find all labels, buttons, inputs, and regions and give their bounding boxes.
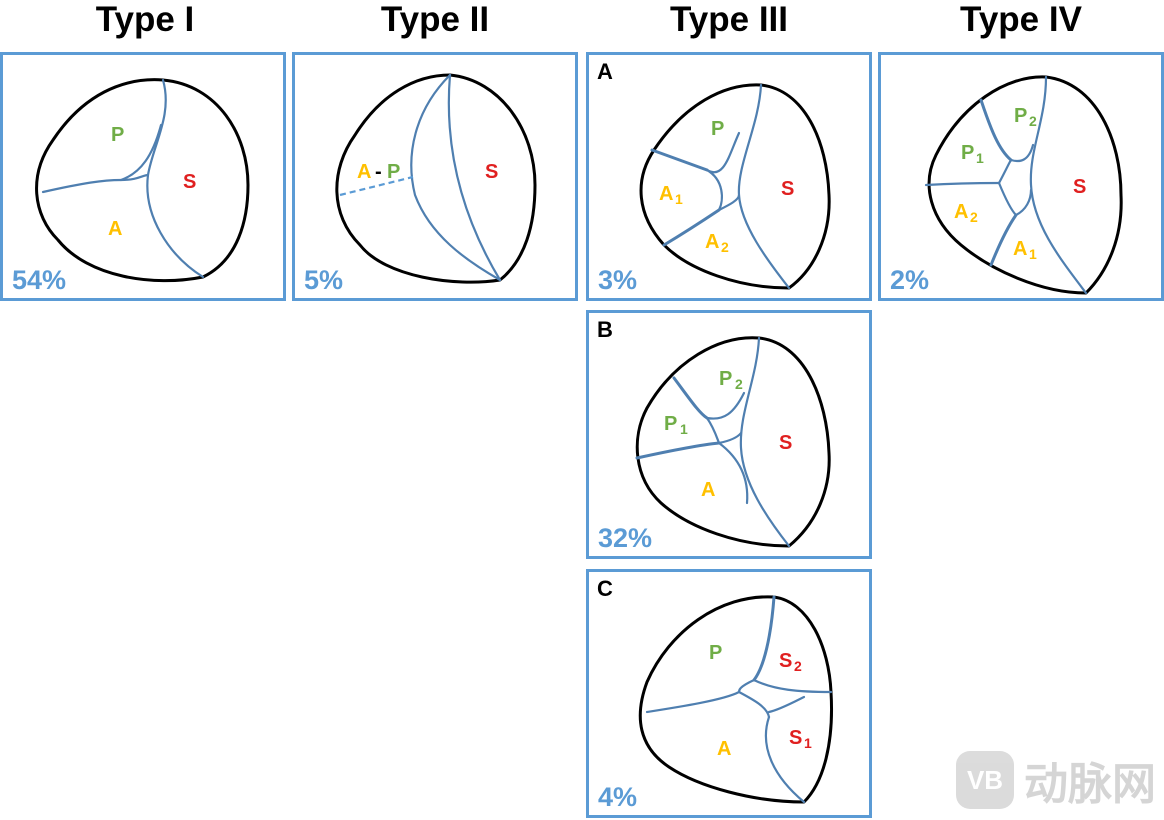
leaflet-label-dash: - xyxy=(375,161,382,183)
watermark-logo: VB xyxy=(956,751,1014,809)
leaflet-label-posterior: P xyxy=(387,161,400,183)
valve-outline xyxy=(35,78,250,283)
panel-type-2: A - P S 5% xyxy=(292,52,578,301)
commissure-line xyxy=(1009,143,1035,163)
valve-outline xyxy=(635,336,831,548)
leaflet-label-posterior-1: P xyxy=(961,142,974,164)
commissure-line xyxy=(717,441,749,505)
leaflet-label-posterior: P xyxy=(111,124,124,146)
commissure-line xyxy=(924,181,1001,187)
leaflet-label-posterior-2: P xyxy=(1014,105,1027,127)
commissure-line xyxy=(764,715,806,804)
panel-type-3a: P A 1 A 2 S A 3% xyxy=(586,52,872,301)
leaflet-label-septal-2-sub: 2 xyxy=(794,658,802,674)
dashed-boundary xyxy=(339,175,414,197)
panel-type-3b: P 2 P 1 A S B 32% xyxy=(586,310,872,559)
commissure-line xyxy=(717,193,741,212)
title-type-2: Type II xyxy=(380,0,490,39)
leaflet-label-posterior: P xyxy=(709,642,722,664)
leaflet-label-septal-1-sub: 1 xyxy=(804,735,812,751)
leaflet-label-posterior-2-sub: 2 xyxy=(1029,113,1037,129)
percentage-label: 5% xyxy=(304,265,344,295)
leaflet-label-anterior: A xyxy=(701,479,715,501)
panel-type-4: P 1 P 2 A 2 A 1 S 2% xyxy=(878,52,1164,301)
commissure-line xyxy=(1014,188,1033,217)
commissure-line xyxy=(705,168,723,212)
percentage-label: 3% xyxy=(598,265,638,295)
commissure-line xyxy=(997,181,1018,217)
valve-diagram-type-2: A - P S xyxy=(335,73,537,284)
leaflet-label-posterior-1-sub: 1 xyxy=(976,150,984,166)
leaflet-label-septal: S xyxy=(779,432,792,454)
valve-outline xyxy=(927,75,1123,295)
leaflet-label-anterior-2-sub: 2 xyxy=(970,209,978,225)
commissure-line xyxy=(705,391,746,420)
leaflet-label-anterior: A xyxy=(357,161,371,183)
commissure-line xyxy=(650,148,709,172)
leaflet-label-anterior: A xyxy=(108,218,122,240)
commissure-line xyxy=(672,376,709,420)
commissure-line xyxy=(119,123,163,182)
subtype-label: B xyxy=(597,317,613,342)
panel-type-3c: P A S 2 S 1 C 4% xyxy=(586,569,872,818)
leaflet-label-posterior-1: P xyxy=(664,413,677,435)
subtype-label: C xyxy=(597,576,613,601)
percentage-label: 2% xyxy=(890,265,930,295)
leaflet-label-posterior-1-sub: 1 xyxy=(680,421,688,437)
valve-diagram-type-3b: P 2 P 1 A S xyxy=(635,336,831,548)
leaflet-label-posterior-2-sub: 2 xyxy=(735,376,743,392)
commissure-line xyxy=(752,678,833,694)
commissure-line xyxy=(767,695,806,714)
leaflet-label-anterior-2: A xyxy=(954,201,968,223)
leaflet-label-septal: S xyxy=(1073,176,1086,198)
leaflet-label-anterior-1-sub: 1 xyxy=(675,191,683,207)
valve-diagram-type-4: P 1 P 2 A 2 A 1 S xyxy=(924,75,1123,295)
leaflet-label-posterior-2: P xyxy=(719,368,732,390)
percentage-label: 4% xyxy=(598,782,638,812)
commissure-line xyxy=(447,73,502,282)
title-type-3: Type III xyxy=(670,0,788,39)
leaflet-label-anterior-1: A xyxy=(659,183,673,205)
valve-diagram-type-1: P A S xyxy=(35,78,250,283)
leaflet-label-anterior: A xyxy=(717,738,731,760)
leaflet-label-septal: S xyxy=(781,178,794,200)
leaflet-label-anterior-2-sub: 2 xyxy=(721,239,729,255)
leaflet-label-posterior: P xyxy=(711,118,724,140)
valve-diagram-type-3a: P A 1 A 2 S xyxy=(639,83,831,290)
commissure-line xyxy=(645,690,741,714)
commissure-line xyxy=(662,208,721,247)
leaflet-label-septal-2: S xyxy=(779,650,792,672)
leaflet-label-septal: S xyxy=(183,171,196,193)
valve-diagram-type-3c: P A S 2 S 1 xyxy=(638,595,833,804)
commissure-line xyxy=(737,690,771,719)
commissure-line xyxy=(1029,75,1088,295)
leaflet-label-anterior-1: A xyxy=(1013,238,1027,260)
commissure-line xyxy=(705,416,721,445)
commissure-line xyxy=(989,213,1018,267)
valve-outline xyxy=(638,595,833,804)
leaflet-label-septal: S xyxy=(485,161,498,183)
commissure-line xyxy=(979,98,1013,162)
leaflet-label-septal-1: S xyxy=(789,727,802,749)
percentage-label: 54% xyxy=(12,265,67,295)
watermark-text: 动脉网 xyxy=(1024,760,1156,809)
title-type-4: Type IV xyxy=(960,0,1082,39)
commissure-line xyxy=(41,173,150,194)
commissure-line xyxy=(717,431,743,445)
commissure-line xyxy=(739,336,791,548)
percentage-label: 32% xyxy=(598,523,653,553)
leaflet-label-anterior-2: A xyxy=(705,231,719,253)
panel-type-1: P A S 54% xyxy=(0,52,286,301)
valve-outline xyxy=(639,83,831,290)
title-type-1: Type I xyxy=(95,0,195,39)
leaflet-label-anterior-1-sub: 1 xyxy=(1029,246,1037,262)
subtype-label: A xyxy=(597,59,613,84)
valve-outline xyxy=(335,73,537,284)
commissure-line xyxy=(737,678,756,694)
commissure-line xyxy=(635,441,721,460)
commissure-line xyxy=(752,595,776,682)
watermark: VB 动脉网 xyxy=(956,748,1156,812)
commissure-line xyxy=(997,158,1013,185)
commissure-line xyxy=(410,73,502,282)
